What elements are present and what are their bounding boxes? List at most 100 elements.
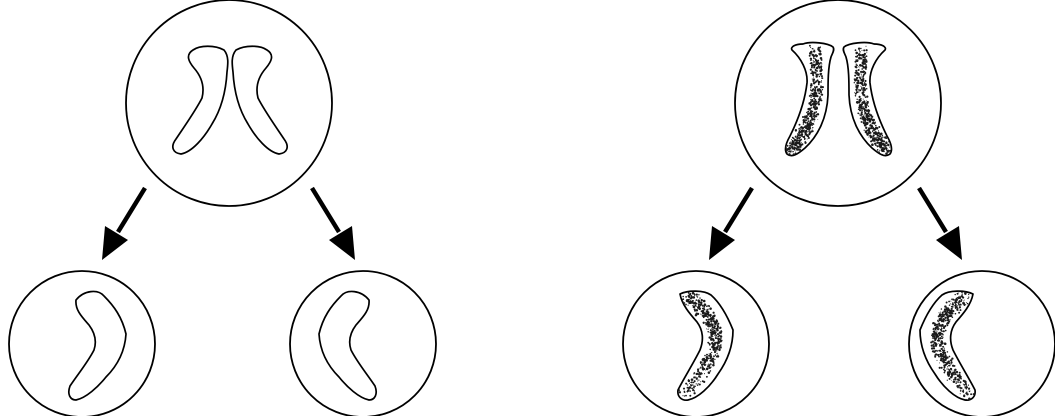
speckle-dot	[687, 391, 689, 393]
speckle-dot	[803, 119, 806, 122]
speckle-dot	[960, 309, 962, 311]
speckle-dot	[939, 344, 940, 345]
speckle-dot	[935, 345, 937, 347]
left-panel	[9, 0, 436, 416]
speckle-dot	[954, 302, 956, 304]
speckle-dot	[951, 370, 952, 371]
speckle-dot	[857, 113, 858, 114]
speckle-dot	[706, 328, 707, 329]
speckle-dot	[937, 360, 938, 361]
speckle-dot	[932, 338, 933, 339]
speckle-dot	[866, 61, 868, 63]
speckle-dot	[688, 296, 690, 298]
speckle-dot	[706, 305, 708, 307]
speckle-dot	[703, 315, 704, 316]
speckle-dot	[962, 296, 963, 297]
right-panel	[623, 0, 1055, 416]
speckle-dot	[716, 347, 717, 348]
speckle-dot	[819, 81, 820, 82]
speckle-dot	[805, 128, 806, 129]
speckle-dot	[866, 95, 868, 97]
speckle-dot	[931, 335, 932, 336]
speckle-dot	[861, 77, 862, 78]
speckle-dot	[944, 355, 946, 357]
speckle-dot	[864, 80, 866, 82]
speckle-dot	[963, 301, 964, 302]
speckle-dot	[860, 48, 861, 49]
speckle-dot	[862, 89, 864, 91]
speckle-dot	[800, 137, 801, 138]
speckle-dot	[941, 343, 943, 345]
speckle-dot	[817, 88, 819, 90]
speckle-dot	[879, 150, 880, 151]
arrow-head-right	[329, 226, 355, 260]
speckle-dot	[811, 51, 812, 52]
speckle-dot	[798, 142, 800, 144]
speckle-dot	[811, 97, 812, 98]
speckle-dot	[814, 112, 815, 113]
speckle-dot	[714, 342, 716, 344]
speckle-dot	[871, 120, 872, 121]
speckle-dot	[943, 359, 945, 361]
speckle-dot	[818, 66, 819, 67]
speckle-dot	[791, 146, 793, 148]
speckle-dot	[821, 59, 823, 61]
speckle-dot	[861, 101, 863, 103]
speckle-dot	[813, 67, 815, 69]
speckle-dot	[810, 114, 812, 116]
speckle-dot	[942, 353, 944, 355]
speckle-dot	[878, 138, 880, 140]
speckle-dot	[710, 329, 712, 331]
speckle-dot	[934, 354, 936, 356]
speckle-dot	[949, 304, 950, 305]
speckle-dot	[859, 55, 861, 57]
speckle-dot	[710, 314, 711, 315]
speckle-dot	[859, 82, 861, 84]
speckle-dot	[808, 133, 810, 135]
speckle-dot	[942, 333, 943, 334]
speckle-dot	[699, 368, 700, 369]
speckle-dot	[966, 384, 968, 386]
speckle-dot	[698, 303, 700, 305]
speckle-dot	[859, 51, 860, 52]
speckle-dot	[803, 123, 805, 125]
speckle-dot	[942, 338, 943, 339]
speckle-dot	[703, 305, 705, 307]
speckle-dot	[859, 91, 860, 92]
speckle-dot	[799, 124, 801, 126]
speckle-dot	[951, 375, 952, 376]
speckle-dot	[877, 145, 879, 147]
speckle-dot	[859, 76, 861, 78]
speckle-dot	[699, 306, 700, 307]
speckle-dot	[710, 320, 712, 322]
speckle-dot	[957, 308, 959, 310]
speckle-dot	[821, 81, 822, 82]
speckle-dot	[711, 342, 714, 345]
speckle-dot	[710, 370, 712, 372]
speckle-dot	[863, 108, 865, 110]
speckle-dot	[692, 292, 695, 295]
speckle-dot	[866, 114, 868, 116]
speckle-dot	[704, 355, 706, 357]
speckle-dot	[690, 297, 692, 299]
speckle-dot	[804, 142, 806, 144]
speckle-dot	[855, 56, 856, 57]
speckle-dot	[818, 84, 820, 86]
speckle-dot	[948, 309, 950, 311]
speckle-dot	[960, 388, 961, 389]
speckle-dot	[862, 116, 864, 118]
speckle-dot	[702, 315, 703, 316]
speckle-dot	[944, 372, 945, 373]
speckle-dot	[945, 357, 946, 358]
speckle-dot	[863, 119, 865, 121]
speckle-dot	[940, 312, 941, 313]
speckle-dot	[816, 70, 818, 72]
speckle-dot	[812, 123, 814, 125]
speckle-dot	[934, 325, 935, 326]
speckle-dot	[690, 293, 692, 295]
speckle-dot	[858, 108, 860, 110]
speckle-dot	[859, 73, 860, 74]
speckle-dot	[855, 95, 856, 96]
speckle-dot	[882, 140, 883, 141]
speckle-dot	[947, 371, 948, 372]
